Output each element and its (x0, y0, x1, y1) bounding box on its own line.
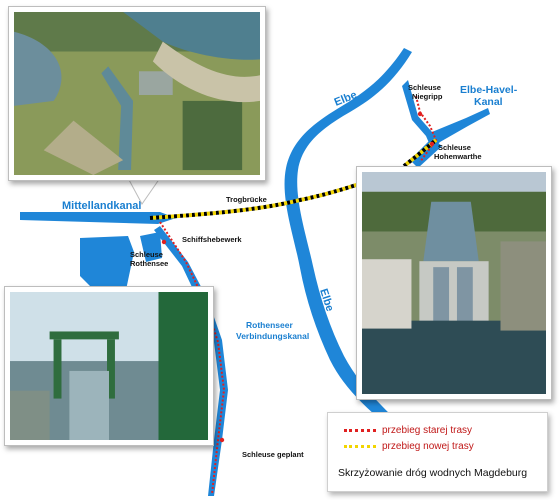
rothensee-basin (80, 236, 134, 292)
new-route (149, 182, 361, 220)
label-rothensee-line1: Schleuse (130, 250, 163, 259)
label-schleuse-hohenwarthe: Schleuse Hohenwarthe (434, 143, 482, 161)
new-route-yellow (149, 182, 361, 220)
label-rothenseer-kanal: Rothenseer Verbindungskanal (236, 320, 309, 341)
label-niegripp-line1: Schleuse (408, 83, 441, 92)
label-trogbruecke: Trogbrücke (226, 195, 267, 204)
rothenseer-canal-water (154, 226, 228, 496)
legend-text-new: przebieg nowej trasy (382, 441, 474, 452)
label-schleuse-rothensee: Schleuse Rothensee (130, 250, 168, 268)
legend-row-new: przebieg nowej trasy (344, 441, 474, 452)
label-schiffshebewerk: Schiffshebewerk (182, 235, 242, 244)
legend-text-old: przebieg starej trasy (382, 425, 473, 436)
photo-schiffshebewerk (4, 286, 214, 446)
hohenwarthe-photo-image (362, 172, 546, 394)
rothensee-basin-small (140, 232, 162, 262)
label-elbe-havel-line1: Elbe-Havel- (460, 84, 518, 96)
aerial-photo-image (14, 12, 260, 175)
aerial-photo-rothensee (8, 6, 266, 181)
legend-line-new (344, 445, 376, 448)
label-rothenseer-line2: Verbindungskanal (236, 331, 309, 341)
label-schleuse-geplant: Schleuse geplant (242, 450, 304, 459)
lock-marker-niegripp (417, 111, 423, 117)
legend-line-old (344, 429, 376, 432)
mittellandkanal-water (20, 212, 176, 224)
old-route (159, 221, 226, 495)
lock-marker-rothensee (161, 239, 167, 245)
label-mittellandkanal: Mittellandkanal (62, 200, 141, 212)
label-elbe-havel-line2: Kanal (474, 96, 503, 108)
label-hohenwarthe-line2: Hohenwarthe (434, 152, 482, 161)
label-schleuse-niegripp: Schleuse Niegripp (408, 83, 443, 101)
label-hohenwarthe-line1: Schleuse (438, 143, 471, 152)
lock-marker-hohenwarthe (429, 141, 435, 147)
label-niegripp-line2: Niegripp (412, 92, 443, 101)
legend: przebieg starej trasy przebieg nowej tra… (327, 412, 548, 492)
label-rothensee-line2: Rothensee (130, 259, 168, 268)
shiplift-photo-image (10, 292, 208, 440)
photo-hohenwarthe (356, 166, 552, 400)
old-route-niegripp (415, 95, 438, 163)
legend-title: Skrzyżowanie dróg wodnych Magdeburg (338, 467, 528, 479)
lock-marker-geplant (219, 437, 225, 443)
label-rothenseer-line1: Rothenseer (246, 320, 293, 330)
legend-row-old: przebieg starej trasy (344, 425, 472, 436)
label-elbe-havel-kanal: Elbe-Havel- Kanal (460, 84, 520, 108)
elbe-havel-canal (402, 80, 490, 150)
